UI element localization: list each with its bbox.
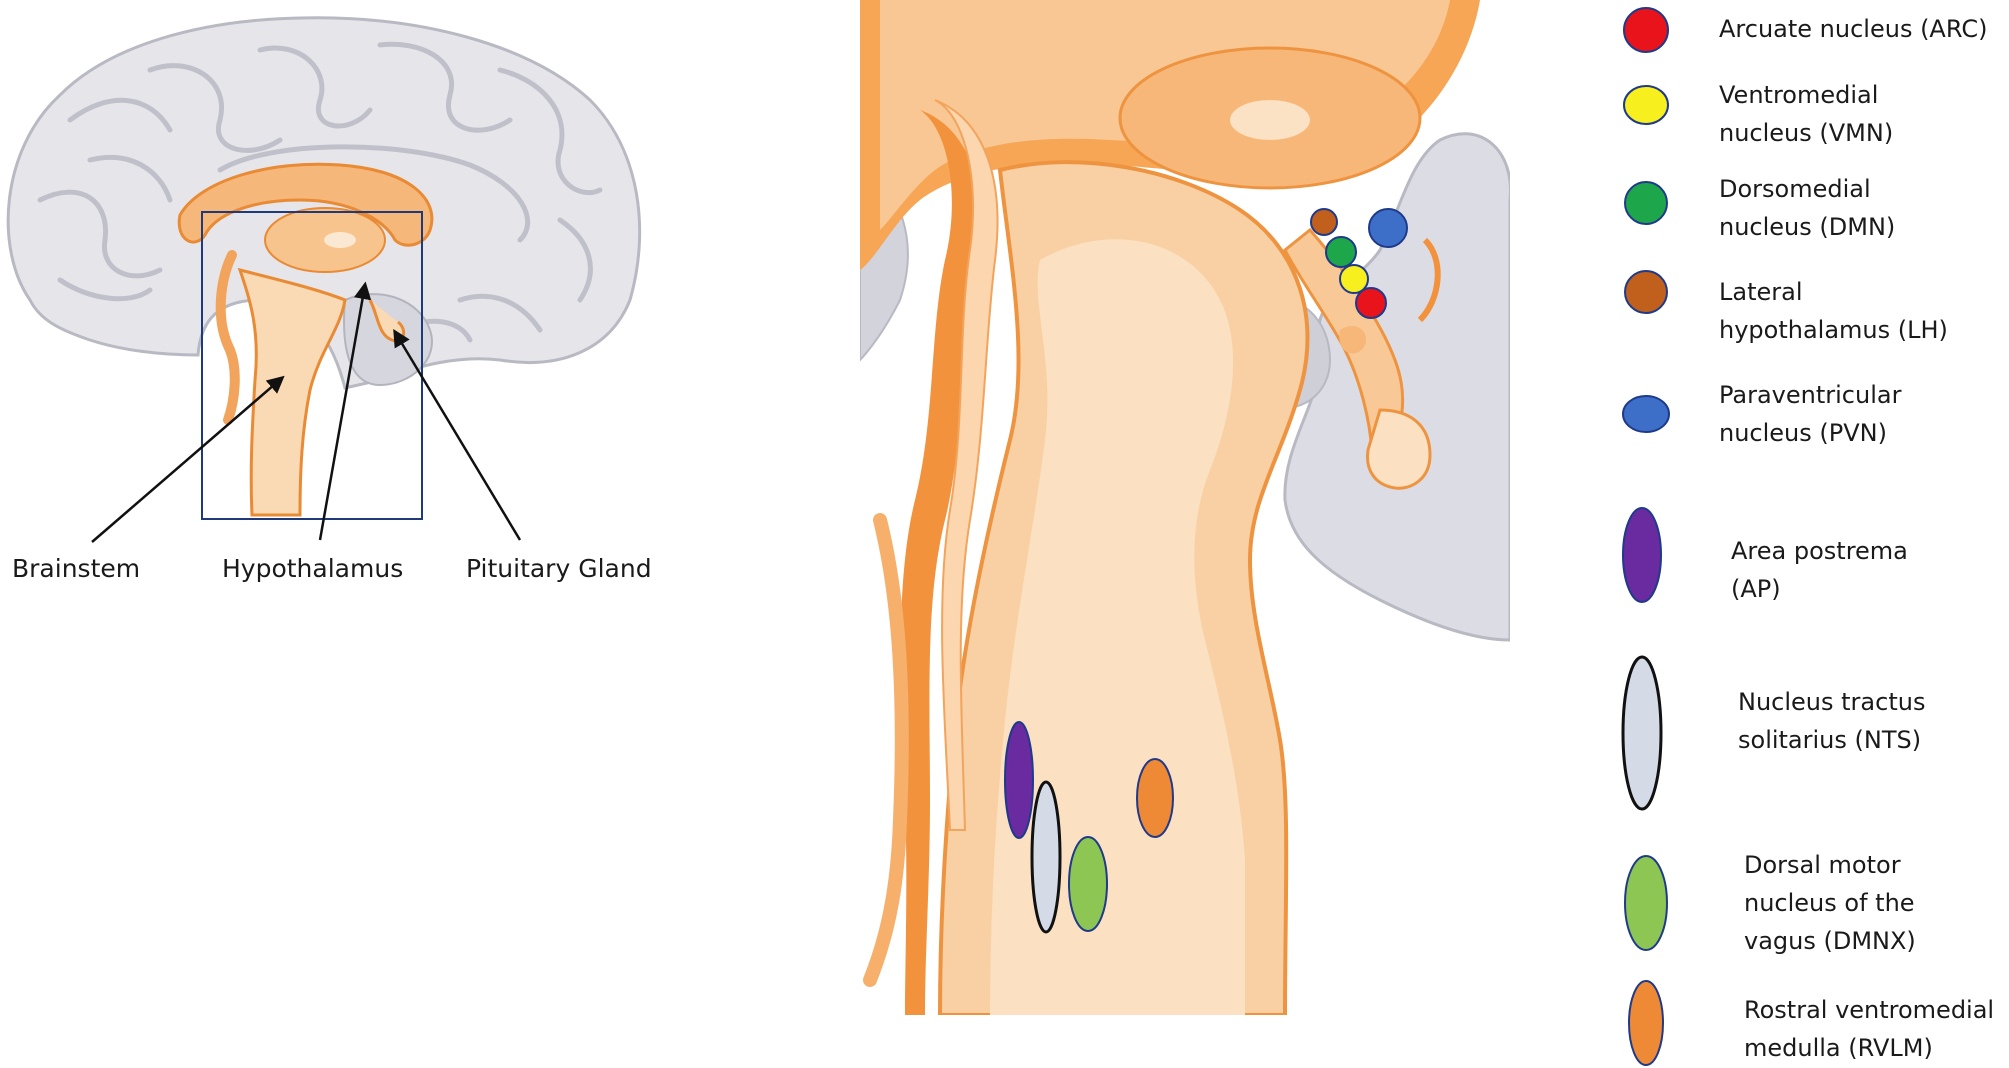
corpus-callosum xyxy=(177,162,434,247)
mammillary xyxy=(1339,325,1366,354)
brain-overview xyxy=(6,16,642,543)
legend-swatch-nts xyxy=(1621,655,1663,811)
arrow-brainstem xyxy=(91,375,285,543)
ribbon-outer xyxy=(863,513,909,987)
chiasm-line xyxy=(1417,237,1441,323)
legend-label-nts: Nucleus tractus solitarius (NTS) xyxy=(1738,688,1926,754)
brainstem-shape xyxy=(237,267,347,517)
legend-label-vmn: Ventromedial nucleus (VMN) xyxy=(1719,81,1894,147)
legend-swatch-dmnx xyxy=(1624,855,1668,951)
legend-label-rvlm: Rostral ventromedial medulla (RVLM) xyxy=(1744,996,1995,1062)
legend-label-pvn: Paraventricular nucleus (PVN) xyxy=(1719,381,1902,447)
arrow-hypothalamus xyxy=(318,281,372,541)
legend-label-dmnx: Dorsal motor nucleus of the vagus (DMNX) xyxy=(1744,851,1916,955)
legend-label-ap: Area postrema (AP) xyxy=(1731,537,1908,603)
legend-swatch-lh xyxy=(1624,270,1668,314)
legend-label-lh: Lateral hypothalamus (LH) xyxy=(1719,278,1948,344)
inset-box xyxy=(201,211,423,520)
legend-swatch-ap xyxy=(1622,507,1662,603)
hypothalamic-nuclei xyxy=(1310,208,1408,319)
nts-marker xyxy=(1030,780,1062,934)
legend-label-arc: Arcuate nucleus (ARC) xyxy=(1719,15,1988,43)
arc-marker xyxy=(1355,287,1387,319)
thalamus-highlight xyxy=(324,232,356,248)
ribbon-light xyxy=(934,99,999,831)
legend-swatch-rvlm xyxy=(1628,980,1664,1066)
pituitary-zoom xyxy=(1365,408,1432,490)
lh-marker xyxy=(1310,208,1338,236)
legend-swatch-pvn xyxy=(1622,395,1670,433)
fornix-stem xyxy=(215,250,240,425)
ribbon-orange xyxy=(900,110,981,1015)
thalamus-highlight-zoom xyxy=(1230,100,1310,140)
legend-label-dmn: Dorsomedial nucleus (DMN) xyxy=(1719,175,1896,241)
vmn-marker xyxy=(1339,264,1369,294)
pvn-marker xyxy=(1368,208,1408,248)
arrow-pituitary xyxy=(393,329,522,541)
legend-swatches xyxy=(1621,7,1670,1066)
zoomed-brain xyxy=(860,0,1510,1015)
rvlm-marker xyxy=(1136,758,1174,838)
legend-swatch-arc xyxy=(1623,7,1669,53)
label-pituitary-gland: Pituitary Gland xyxy=(466,554,652,583)
label-hypothalamus: Hypothalamus xyxy=(222,554,404,583)
legend-swatch-vmn xyxy=(1623,85,1669,125)
dmn-marker xyxy=(1325,236,1357,268)
dmnx-marker xyxy=(1068,836,1108,932)
label-brainstem: Brainstem xyxy=(12,554,141,583)
legend-swatch-dmn xyxy=(1624,181,1668,225)
ap-marker xyxy=(1004,721,1034,839)
brainstem-nuclei xyxy=(1004,721,1174,934)
